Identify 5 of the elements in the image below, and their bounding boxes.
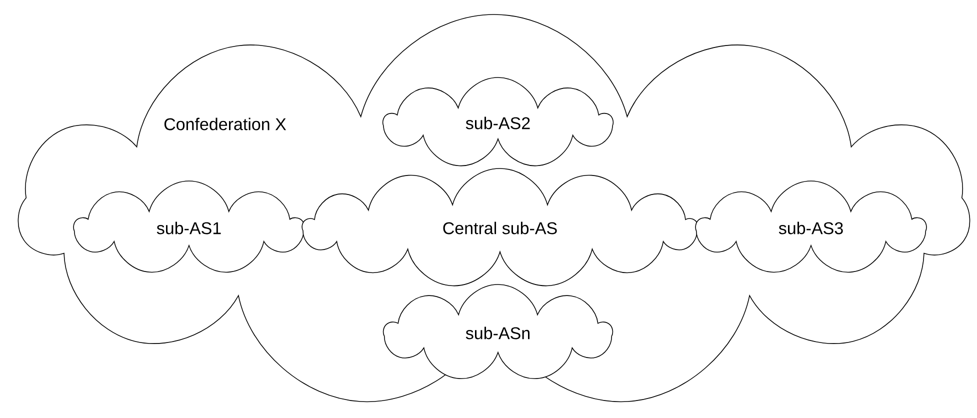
cloud: sub-ASn <box>382 284 614 379</box>
cloud: sub-AS2 <box>382 77 614 166</box>
cloud: sub-AS1 <box>73 180 305 273</box>
cloud: sub-AS3 <box>695 180 927 273</box>
cloud: Central sub-AS <box>302 168 698 286</box>
